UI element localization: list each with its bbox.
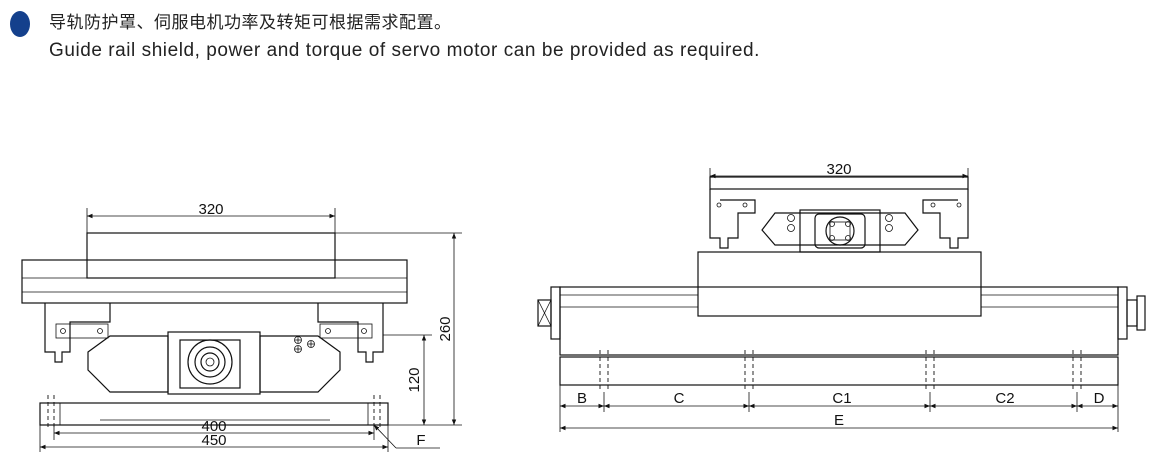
front-dim-320: 320 <box>198 201 223 218</box>
side-label-c1: C1 <box>832 390 851 407</box>
front-table-top <box>86 232 336 279</box>
description-en: Guide rail shield, power and torque of s… <box>49 40 760 61</box>
front-dim-400: 400 <box>201 418 226 435</box>
front-dim-120: 120 <box>406 367 423 392</box>
front-label-f: F <box>416 432 425 449</box>
bullet-dot <box>10 11 30 37</box>
side-table-top <box>709 176 969 190</box>
side-label-b: B <box>577 390 587 407</box>
side-label-d: D <box>1094 390 1105 407</box>
side-rail <box>559 286 1119 356</box>
side-right-motor <box>1126 299 1138 327</box>
front-base-plate <box>21 259 408 304</box>
side-dim-320: 320 <box>826 161 851 178</box>
side-label-c2: C2 <box>995 390 1014 407</box>
front-slide-base <box>39 402 389 426</box>
side-label-e: E <box>834 412 844 429</box>
front-left-wing <box>87 335 169 393</box>
front-dim-450: 450 <box>201 432 226 449</box>
side-motor-block <box>799 209 881 253</box>
side-view: 320 B C C1 C2 D E <box>537 161 1146 432</box>
side-lower-bar <box>559 356 1119 386</box>
front-right-wing <box>259 335 341 393</box>
front-motor-flange <box>187 339 233 385</box>
front-left-bracket <box>44 303 111 363</box>
side-left-coupling <box>537 299 552 327</box>
description-cn: 导轨防护罩、伺服电机功率及转矩可根据需求配置。 <box>49 13 452 33</box>
side-carriage <box>697 251 982 317</box>
front-right-bracket <box>317 303 384 363</box>
side-label-c: C <box>674 390 685 407</box>
front-view: 320 260 120 400 450 F <box>21 201 462 452</box>
front-motor-housing <box>167 331 261 395</box>
front-dim-260: 260 <box>437 316 454 341</box>
